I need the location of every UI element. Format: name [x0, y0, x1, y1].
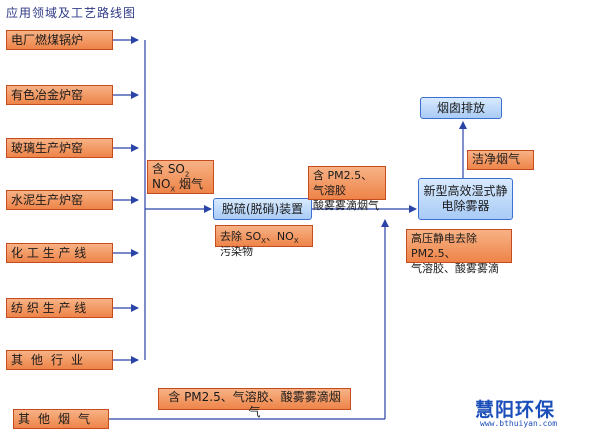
source-cement-kiln: 水泥生产炉窑 — [6, 190, 113, 210]
source-other-industry: 其他行业 — [6, 350, 113, 370]
note-pm-flue: 含 PM2.5、气溶胶 酸雾雾滴烟气 — [308, 166, 386, 212]
source-metallurgy-kiln: 有色冶金炉窑 — [6, 85, 113, 105]
note-so2-nox: 含 SO2 NOX 烟气 — [147, 160, 214, 194]
note-other-flue: 含 PM2.5、气溶胶、酸雾雾滴烟气 — [158, 388, 351, 419]
source-textile-line: 纺 织 生 产 线 — [6, 298, 113, 318]
wet-esp-unit: 新型高效湿式静 电除雾器 — [418, 178, 513, 220]
brand-logo: 慧阳环保 — [475, 399, 556, 421]
diagram-title: 应用领域及工艺路线图 — [6, 6, 137, 20]
source-chemical-line: 化 工 生 产 线 — [6, 243, 113, 263]
note-clean-flue: 洁净烟气 — [467, 150, 534, 170]
chimney-discharge: 烟囱排放 — [420, 97, 502, 119]
source-glass-kiln: 玻璃生产炉窑 — [6, 138, 113, 158]
note-hv-removal: 高压静电去除 PM2.5、 气溶胶、酸雾雾滴 — [406, 229, 512, 275]
source-power-boiler: 电厂燃煤锅炉 — [6, 30, 113, 50]
desulfurization-unit: 脱硫(脱硝)装置 — [213, 198, 312, 220]
brand-url: www.bthuiyan.com — [480, 419, 558, 428]
source-other-flue: 其他烟气 — [13, 409, 109, 429]
note-pollutant-removal: 去除 SOX、NOX 污染物 — [215, 225, 313, 258]
